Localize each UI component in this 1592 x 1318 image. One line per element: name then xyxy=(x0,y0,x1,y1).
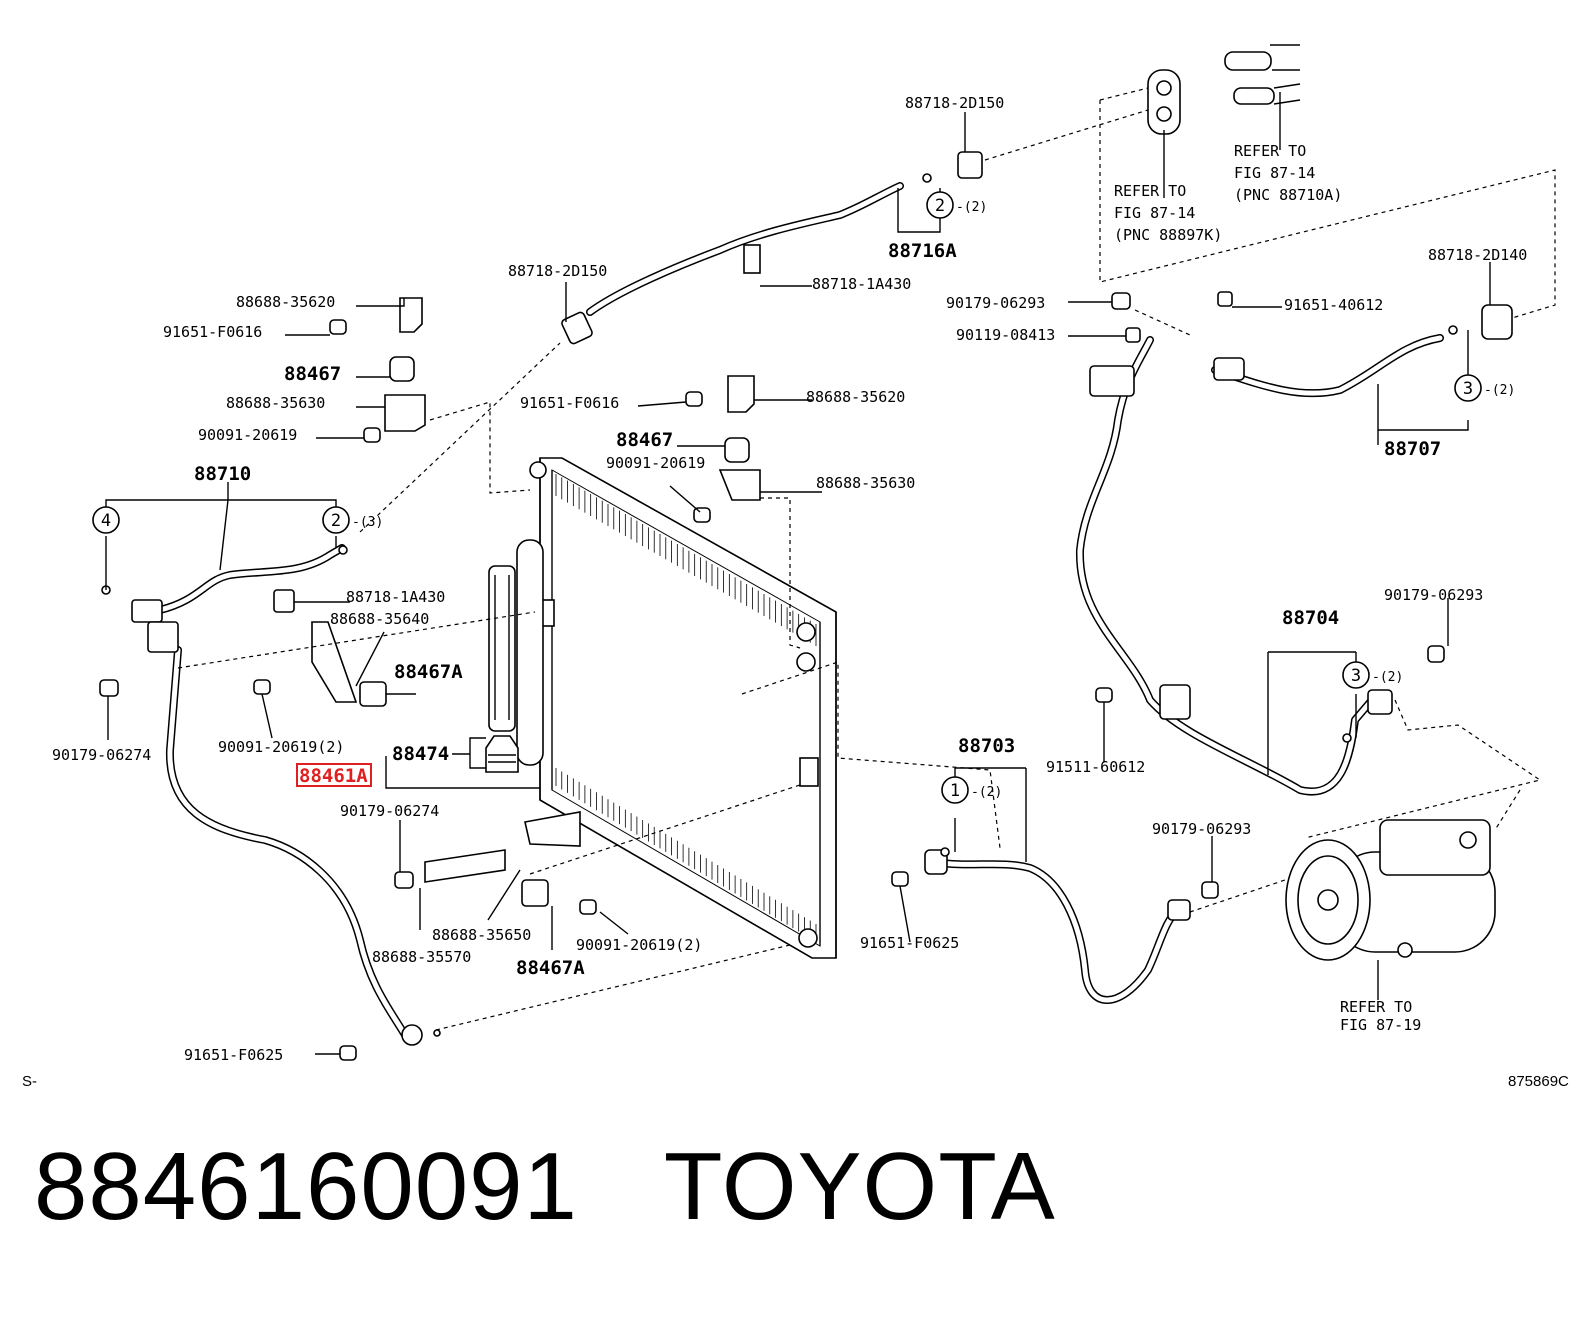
label-88474[interactable]: 88474 xyxy=(392,743,449,765)
footer-title: 8846160091 TOYOTA xyxy=(34,1132,1142,1242)
corner-left-code: S- xyxy=(22,1073,37,1090)
callout-3-top: 3 xyxy=(1463,379,1473,399)
figure-code: 875869C xyxy=(1508,1073,1569,1090)
label-88688-35620-mid[interactable]: 88688-35620 xyxy=(806,388,905,406)
footer-brand: TOYOTA xyxy=(663,1133,1056,1240)
label-90091-20619-2[interactable]: 90091-20619(2) xyxy=(218,738,344,756)
label-88688-35650[interactable]: 88688-35650 xyxy=(432,926,531,944)
label-88688-35640[interactable]: 88688-35640 xyxy=(330,610,429,628)
ref-88710a-line3: (PNC 88710A) xyxy=(1234,186,1342,204)
ref-88710a-line1: REFER TO xyxy=(1234,142,1306,160)
ref-compressor-line2: FIG 87-19 xyxy=(1340,1016,1421,1034)
ref-88897k-line2: FIG 87-14 xyxy=(1114,204,1195,222)
label-91651-f0616-mid[interactable]: 91651-F0616 xyxy=(520,394,619,412)
label-88467-mid[interactable]: 88467 xyxy=(616,429,673,451)
label-90091-20619-left[interactable]: 90091-20619 xyxy=(198,426,297,444)
hose-88707 xyxy=(1211,304,1513,398)
label-88710[interactable]: 88710 xyxy=(194,463,251,485)
label-88688-35620-left[interactable]: 88688-35620 xyxy=(236,293,335,311)
ref-88710a-line2: FIG 87-14 xyxy=(1234,164,1315,182)
label-90179-06293-top[interactable]: 90179-06293 xyxy=(946,294,1045,312)
callout-1: 1 xyxy=(950,781,960,801)
callout-2-left-qty: -(3) xyxy=(352,515,383,530)
receiver-dryer xyxy=(485,539,544,773)
footer-part-number: 8846160091 xyxy=(34,1133,578,1240)
label-88718-2d150-top[interactable]: 88718-2D150 xyxy=(905,94,1004,112)
label-91511-60612[interactable]: 91511-60612 xyxy=(1046,758,1145,776)
suction-hose-right xyxy=(1075,336,1393,796)
condenser xyxy=(529,457,837,959)
label-90179-06274-left[interactable]: 90179-06274 xyxy=(52,746,151,764)
label-88716a[interactable]: 88716A xyxy=(888,240,957,262)
label-90119-08413[interactable]: 90119-08413 xyxy=(956,326,1055,344)
liquid-line xyxy=(924,849,1191,1004)
label-91651-f0616-left[interactable]: 91651-F0616 xyxy=(163,323,262,341)
label-88461a[interactable]: 88461A xyxy=(299,765,368,787)
dashed-leaders xyxy=(177,87,1556,1031)
label-91651-40612[interactable]: 91651-40612 xyxy=(1284,296,1383,314)
leader-lines xyxy=(105,92,1491,1055)
label-88707[interactable]: 88707 xyxy=(1384,438,1441,460)
label-88467a-upper[interactable]: 88467A xyxy=(394,661,463,683)
callout-1-qty: -(2) xyxy=(971,785,1002,800)
label-90091-20619-mid[interactable]: 90091-20619 xyxy=(606,454,705,472)
label-88718-2d150-mid[interactable]: 88718-2D150 xyxy=(508,262,607,280)
label-88467a-lower[interactable]: 88467A xyxy=(516,957,585,979)
label-88467-left[interactable]: 88467 xyxy=(284,363,341,385)
hardware xyxy=(99,173,1458,1061)
label-88704[interactable]: 88704 xyxy=(1282,607,1339,629)
callout-3-right: 3 xyxy=(1351,666,1361,686)
label-88703[interactable]: 88703 xyxy=(958,735,1015,757)
ref-compressor-line1: REFER TO xyxy=(1340,998,1412,1016)
callout-2-top-qty: -(2) xyxy=(956,200,987,215)
callout-3-right-qty: -(2) xyxy=(1372,670,1403,685)
ref-88897k-line3: (PNC 88897K) xyxy=(1114,226,1222,244)
label-90179-06293-mid[interactable]: 90179-06293 xyxy=(1152,820,1251,838)
callout-3-top-qty: -(2) xyxy=(1484,383,1515,398)
label-91651-f0625-mid[interactable]: 91651-F0625 xyxy=(860,934,959,952)
label-88718-1a430-left[interactable]: 88718-1A430 xyxy=(346,588,445,606)
condenser-fins xyxy=(555,474,817,942)
discharge-hose xyxy=(131,544,441,1046)
label-88688-35630-left[interactable]: 88688-35630 xyxy=(226,394,325,412)
callout-circles xyxy=(92,191,1482,804)
callout-2-left: 2 xyxy=(331,511,341,531)
label-90091-20619-2b[interactable]: 90091-20619(2) xyxy=(576,936,702,954)
callout-2-top: 2 xyxy=(935,196,945,216)
label-90179-06274-mid[interactable]: 90179-06274 xyxy=(340,802,439,820)
callout-4: 4 xyxy=(101,511,111,531)
compressor xyxy=(1285,819,1496,961)
label-88688-35630-mid[interactable]: 88688-35630 xyxy=(816,474,915,492)
label-88718-2d140[interactable]: 88718-2D140 xyxy=(1428,246,1527,264)
ref-88897k-line1: REFER TO xyxy=(1114,182,1186,200)
label-90179-06293-right[interactable]: 90179-06293 xyxy=(1384,586,1483,604)
suction-hose-top xyxy=(561,151,983,345)
label-88718-1a430-top[interactable]: 88718-1A430 xyxy=(812,275,911,293)
highlight-box xyxy=(296,763,372,787)
ref-fittings xyxy=(1147,44,1301,135)
label-91651-f0625-left[interactable]: 91651-F0625 xyxy=(184,1046,283,1064)
label-88688-35570[interactable]: 88688-35570 xyxy=(372,948,471,966)
